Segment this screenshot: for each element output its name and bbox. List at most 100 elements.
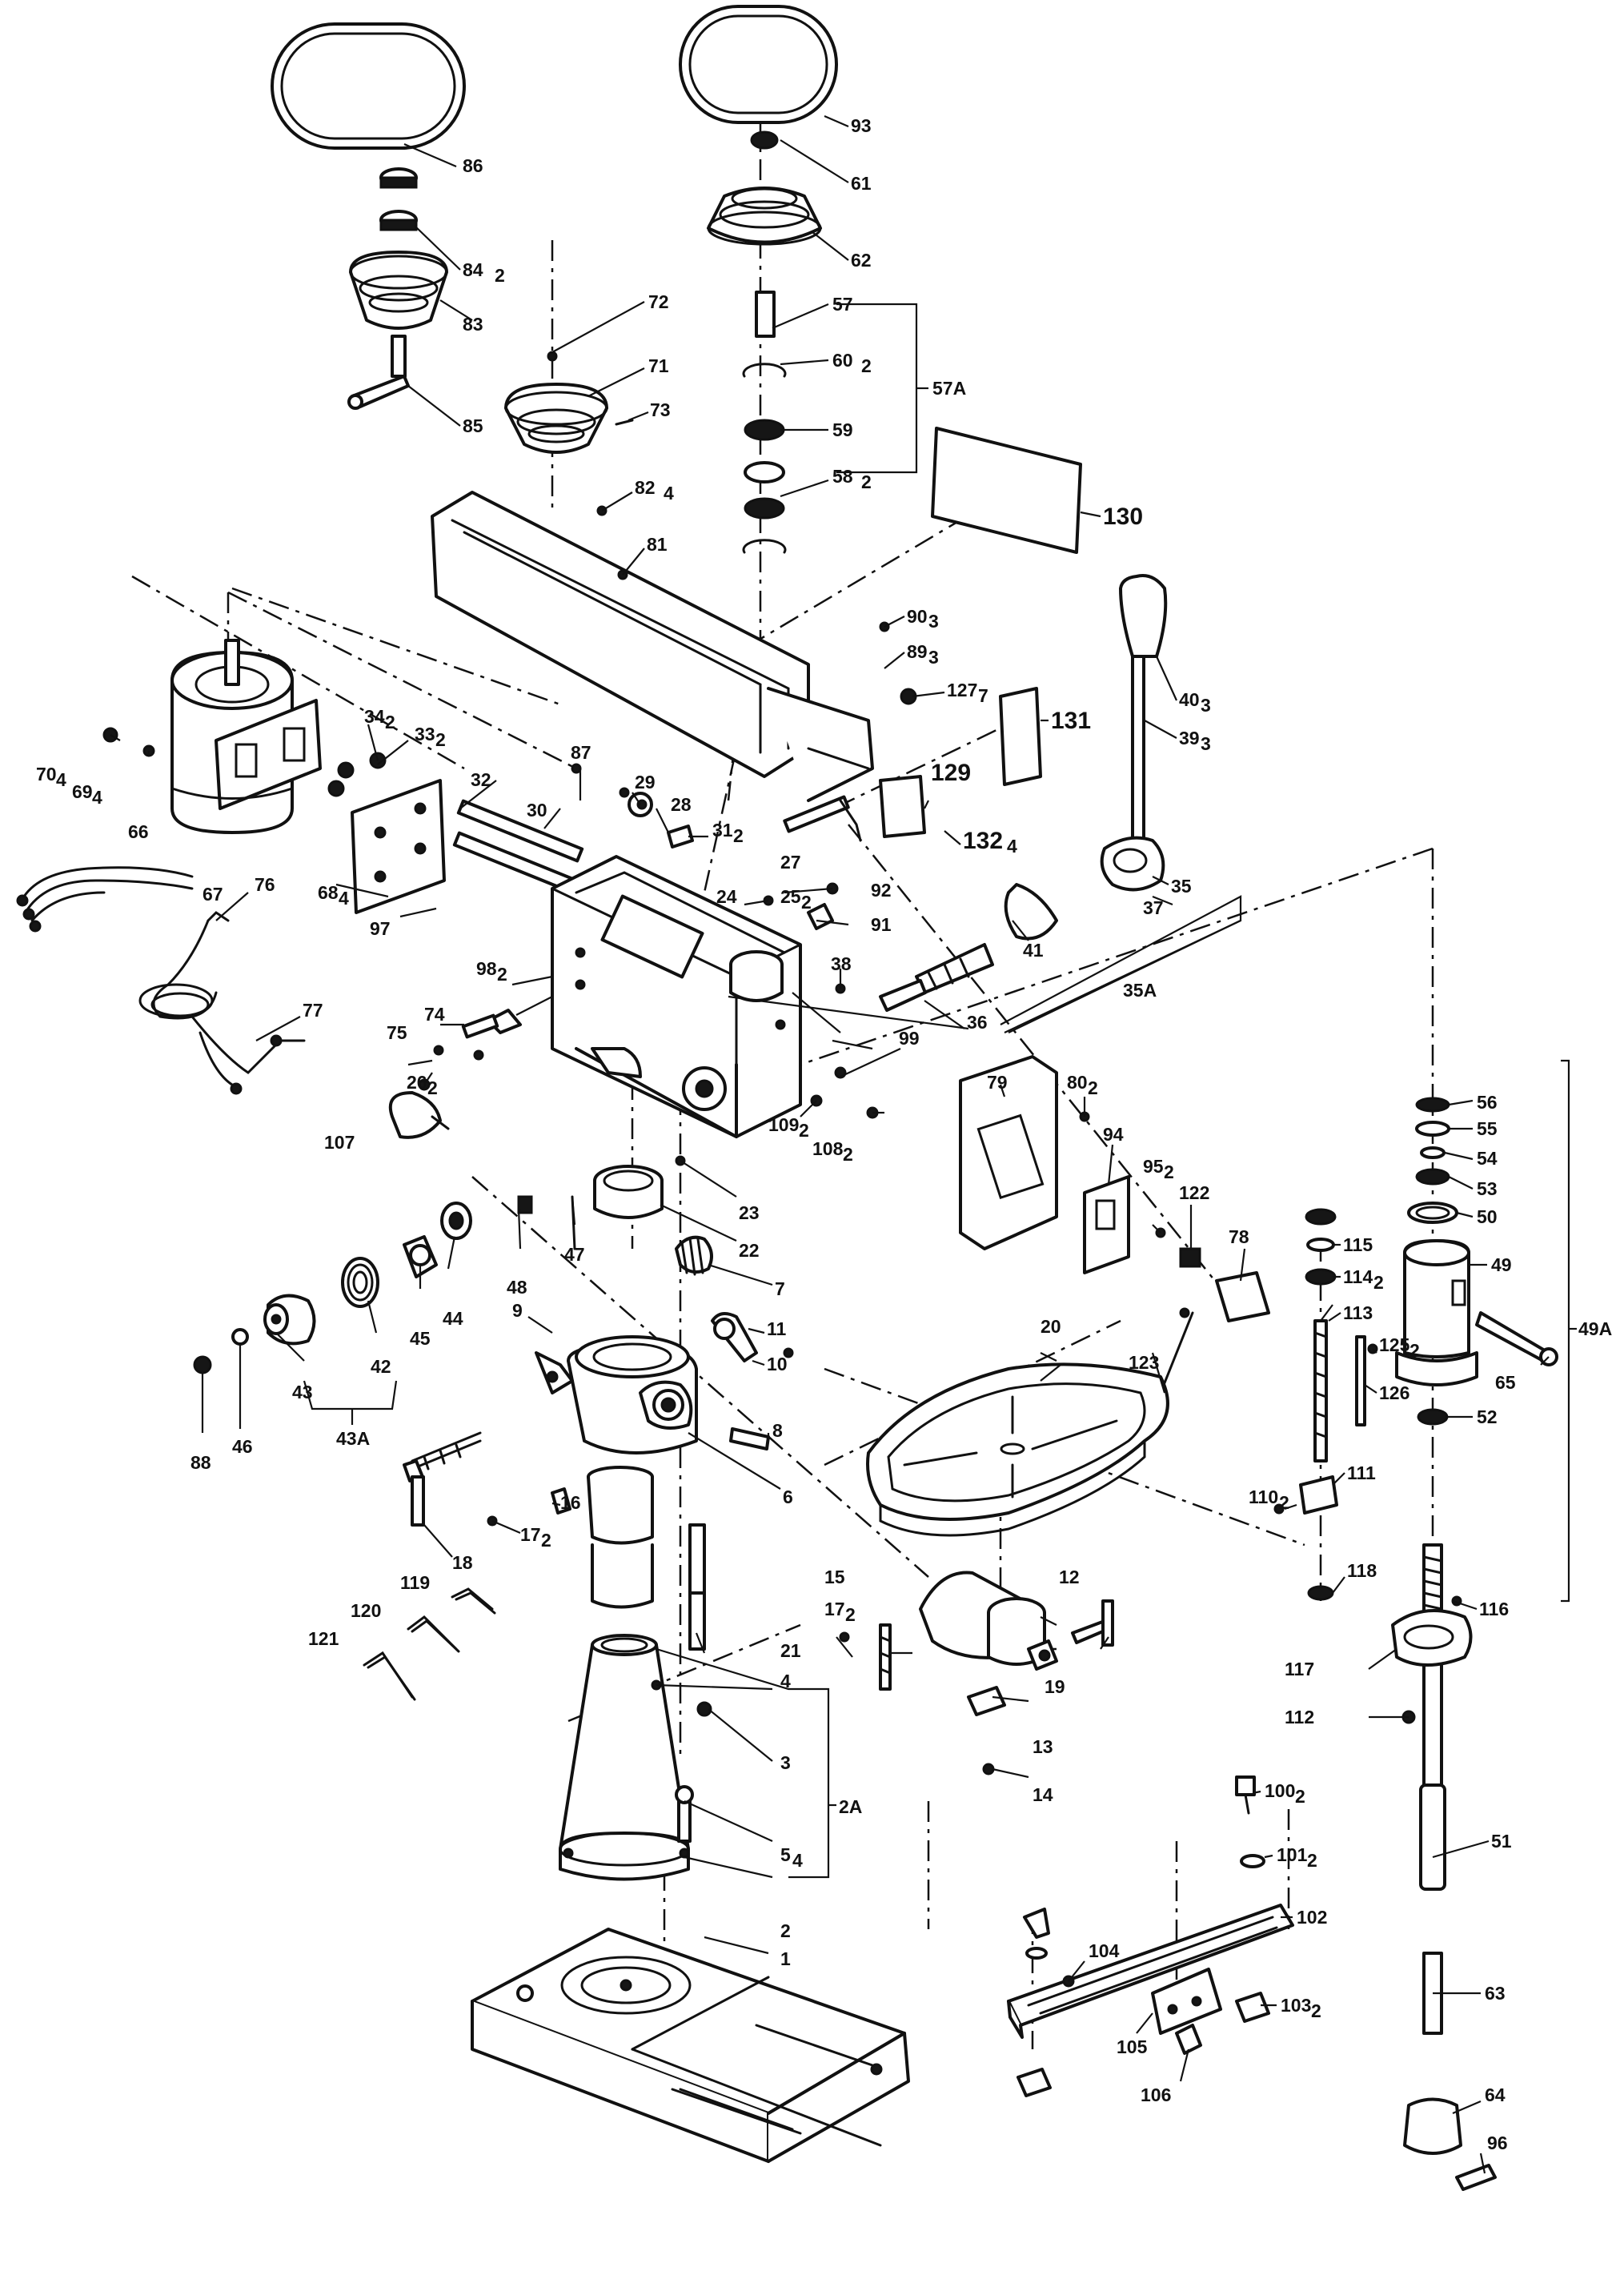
callout-1: 1 [780,1948,791,1969]
callout-47: 47 [564,1244,585,1265]
label-plates [879,427,1082,838]
callout-67: 67 [202,884,223,905]
callout-39: 39 [1179,728,1200,748]
callout-68: 68 [318,882,339,903]
callout-31: 31 [712,820,733,841]
column-tube [587,1466,712,1717]
return-spring-assembly [193,1202,472,1374]
callout-40: 40 [1179,689,1200,710]
callout-112: 112 [1285,1707,1314,1727]
callout-66: 66 [128,821,149,842]
callout-34: 34 [364,706,385,727]
callout-99: 99 [899,1028,920,1049]
callout-45: 45 [410,1328,431,1349]
callout-111: 111 [1347,1462,1376,1483]
callout-44: 44 [443,1308,463,1329]
leader-lines [110,114,1577,2174]
callout-8: 8 [772,1420,783,1441]
base-1 [471,1928,910,2163]
callout-3: 3 [780,1752,791,1773]
depth-stop-assembly [1273,1208,1473,1724]
callout-17-right-sub: 2 [845,1604,856,1625]
callout-130: 130 [1103,504,1143,530]
callout-98-sub: 2 [497,964,507,985]
callout-61: 61 [851,173,872,194]
callout-23: 23 [739,1202,760,1223]
callout-122: 122 [1179,1182,1209,1203]
callout-97: 97 [370,918,391,939]
callout-65: 65 [1495,1372,1516,1393]
callout-labels: 86 93 61 62 84 2 83 85 72 71 73 57 60 2 … [36,115,1612,2153]
callout-98: 98 [476,958,497,979]
callout-73: 73 [650,399,671,420]
quill-parts [517,1155,713,1276]
callout-89-sub: 3 [928,647,939,668]
callout-101-sub: 2 [1307,1850,1317,1871]
callout-109: 109 [768,1114,799,1135]
callout-74: 74 [424,1004,445,1025]
callout-119: 119 [400,1572,430,1593]
callout-93: 93 [851,115,872,136]
idler-pulley-71 [504,351,634,454]
callout-117: 117 [1285,1659,1314,1679]
callout-101: 101 [1277,1844,1308,1865]
callout-85: 85 [463,415,483,436]
callout-5-sub: 4 [792,1850,803,1871]
callout-69: 69 [72,781,93,802]
callout-82-sub: 4 [664,483,674,504]
head-casting [551,855,802,1138]
callout-127-sub: 7 [978,685,988,706]
callout-34-sub: 2 [385,712,395,732]
callout-77: 77 [303,1000,323,1021]
callout-81: 81 [647,534,668,555]
callout-24: 24 [716,886,737,907]
callout-71: 71 [648,355,669,376]
callout-16: 16 [560,1492,581,1513]
callout-125-sub: 2 [1409,1340,1420,1361]
callout-88: 88 [190,1452,211,1473]
callout-82: 82 [635,477,656,498]
callout-41: 41 [1023,940,1044,961]
callout-33: 33 [415,724,435,744]
callout-80-sub: 2 [1088,1077,1098,1098]
callout-100: 100 [1265,1780,1295,1801]
callout-108-sub: 2 [843,1144,853,1165]
callout-104: 104 [1089,1940,1120,1961]
callout-109-sub: 2 [799,1120,809,1141]
callout-68-sub: 4 [339,888,349,909]
motor-screws [102,727,155,757]
callout-32: 32 [471,769,491,790]
callout-107: 107 [324,1132,355,1153]
callout-110: 110 [1249,1487,1278,1507]
callout-69-sub: 4 [92,787,102,808]
callout-17-left-sub: 2 [541,1530,551,1551]
callout-126: 126 [1379,1382,1409,1403]
callout-89: 89 [907,641,928,662]
belt-93 [679,5,838,124]
callout-63: 63 [1485,1983,1506,2004]
callout-33-sub: 2 [435,729,446,750]
callout-6: 6 [783,1487,793,1507]
callout-4: 4 [780,1671,791,1691]
callout-57: 57 [832,294,853,315]
callout-12: 12 [1059,1567,1080,1587]
callout-43: 43 [292,1382,313,1402]
callout-60-sub: 2 [861,355,872,376]
callout-100-sub: 2 [1295,1786,1305,1807]
callout-19: 19 [1045,1676,1065,1697]
callout-55: 55 [1477,1118,1498,1139]
callout-121: 121 [308,1628,339,1649]
callout-75: 75 [387,1022,407,1043]
callout-92: 92 [871,880,892,901]
fence-assembly-102 [1007,1775,1294,2097]
callout-28: 28 [671,794,692,815]
callout-38: 38 [831,953,852,974]
callout-102: 102 [1297,1907,1327,1928]
head-column-collar [535,1312,794,1454]
callout-106: 106 [1141,2084,1171,2105]
callout-131: 131 [1051,708,1091,734]
callout-90-sub: 3 [928,611,939,632]
callout-95: 95 [1143,1156,1164,1177]
callout-80: 80 [1067,1072,1088,1093]
